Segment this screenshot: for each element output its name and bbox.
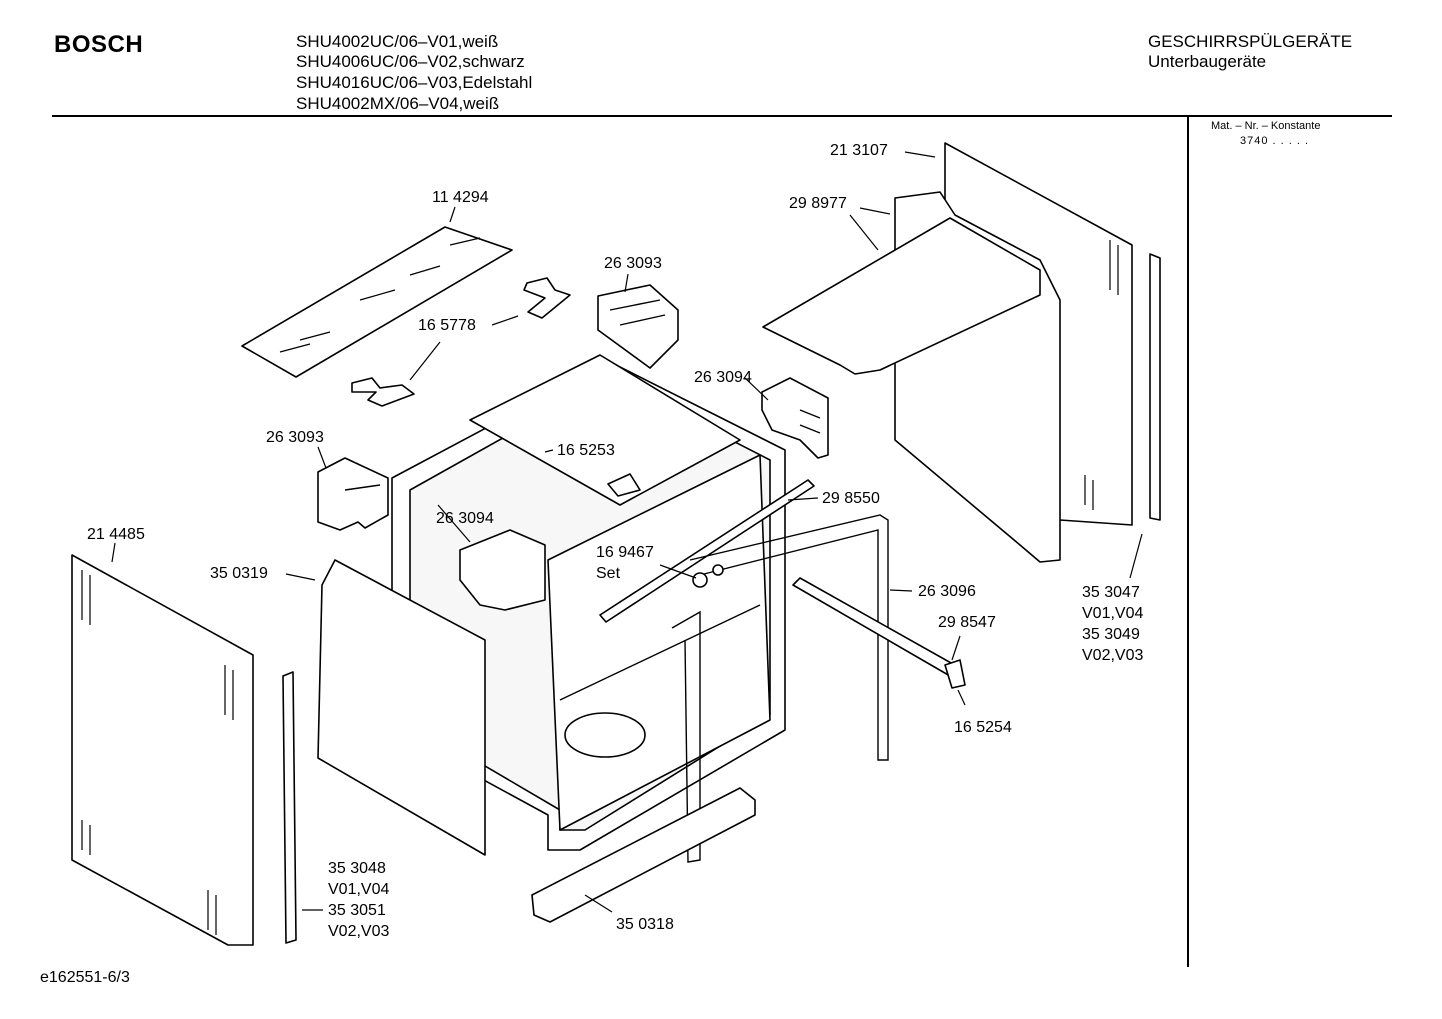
model-line-1: SHU4002UC/06–V01,weiß [296, 32, 499, 51]
part-label-298547: 29 8547 [938, 614, 996, 631]
part-trim-strip-left [282, 671, 323, 944]
subcategory-title: Unterbaugeräte [1148, 52, 1267, 71]
part-hinge-cover-left [317, 446, 389, 531]
part-label-263094-front: 26 3094 [436, 510, 494, 527]
mat-nr-label: Mat. – Nr. – Konstante [1211, 120, 1321, 132]
part-hinge-cover-right [744, 377, 829, 459]
konstante-value: 3740 . . . . . [1240, 135, 1310, 147]
part-label-169467: 16 9467 [596, 544, 654, 561]
part-label-350318: 35 0318 [616, 916, 674, 933]
part-bracket-upper [491, 277, 571, 326]
part-bar-upper [599, 479, 819, 623]
part-clip-top [544, 449, 641, 497]
part-label-214485: 21 4485 [87, 526, 145, 543]
part-door-seal [671, 514, 913, 863]
part-label-298977: 29 8977 [789, 195, 847, 212]
part-dishwasher-tub [391, 354, 786, 851]
part-label-263093-top: 26 3093 [604, 255, 662, 272]
part-spray-tube [792, 577, 966, 706]
brand-logo: BOSCH [54, 31, 144, 58]
part-hinge-cover-front [437, 504, 546, 611]
category-title: GESCHIRRSPÜLGERÄTE [1148, 32, 1353, 51]
part-label-213107: 21 3107 [830, 142, 888, 159]
part-label-353048: 35 3048 [328, 860, 386, 877]
part-label-353047: 35 3047 [1082, 584, 1140, 601]
part-label-298550: 29 8550 [822, 490, 880, 507]
drawing-id: e162551-6/3 [40, 969, 130, 986]
part-label-353049-variant: V02,V03 [1082, 647, 1144, 664]
model-line-4: SHU4002MX/06–V04,weiß [296, 94, 500, 113]
part-label-353051: 35 3051 [328, 902, 386, 919]
part-label-263096: 26 3096 [918, 583, 976, 600]
part-base-rail [531, 787, 756, 923]
part-label-353047-variant: V01,V04 [1082, 605, 1144, 622]
part-panel-front [285, 559, 486, 856]
part-label-114294: 11 4294 [432, 189, 489, 206]
part-label-353048-variant: V01,V04 [328, 881, 390, 898]
header-divider [52, 115, 1392, 117]
part-label-350319: 35 0319 [210, 565, 268, 582]
part-label-263093-left: 26 3093 [266, 429, 324, 446]
part-label-165254: 16 5254 [954, 719, 1012, 736]
part-hinge-cover-top [597, 273, 679, 369]
model-line-3: SHU4016UC/06–V03,Edelstahl [296, 73, 533, 92]
part-top-cover [762, 191, 1061, 563]
part-label-169467-set: Set [596, 565, 621, 582]
part-label-263094-right: 26 3094 [694, 369, 752, 386]
part-set-fasteners [659, 564, 724, 588]
part-label-353051-variant: V02,V03 [328, 923, 390, 940]
sidebar-divider [1187, 117, 1189, 967]
part-label-165253: 16 5253 [557, 442, 615, 459]
part-label-165778: 16 5778 [418, 317, 476, 334]
part-bracket-lower [351, 341, 441, 407]
part-trim-strip-right [1129, 253, 1161, 579]
model-line-2: SHU4006UC/06–V02,schwarz [296, 52, 525, 71]
part-side-panel-left [71, 542, 254, 946]
part-label-353049: 35 3049 [1082, 626, 1140, 643]
part-insulation-mat [241, 206, 513, 378]
